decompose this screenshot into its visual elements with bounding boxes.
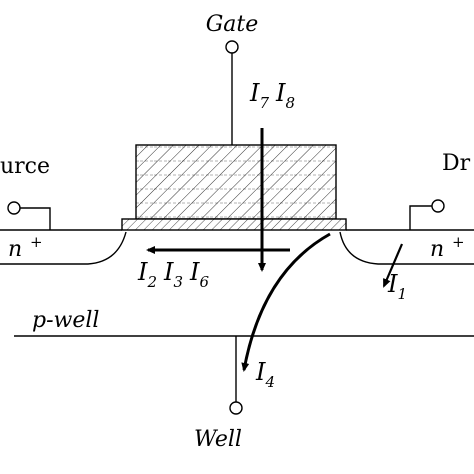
source-junction-curve [0, 231, 127, 265]
n-plus-left-label: n + [8, 233, 43, 262]
drain-junction-curve [339, 231, 474, 265]
well-terminal [229, 336, 243, 415]
drain-terminal [409, 199, 445, 230]
gate-electrode-texture [136, 145, 336, 219]
junction-current-arrow [382, 243, 404, 288]
well-contact-circle [229, 401, 243, 415]
svg-text:n: n [430, 237, 444, 262]
gate-contact-circle [225, 40, 239, 54]
source-lead-line [20, 207, 51, 230]
current-label-i7: I7 [249, 79, 269, 112]
drain-lead-line [409, 205, 432, 230]
well-label: Well [194, 427, 242, 452]
gate-terminal [225, 40, 239, 145]
svg-text:n: n [8, 237, 22, 262]
current-label-i3: I3 [163, 258, 183, 291]
gate-label: Gate [206, 12, 259, 37]
svg-text:+: + [30, 233, 43, 251]
current-label-i4: I4 [255, 358, 275, 391]
drain-label: Dr [442, 151, 471, 176]
svg-text:+: + [452, 233, 465, 251]
drain-contact-circle [431, 199, 445, 213]
current-label-i8: I8 [275, 79, 295, 112]
current-label-i6: I6 [189, 258, 209, 291]
gate-oxide-hatch [122, 219, 346, 230]
source-terminal [7, 201, 51, 230]
source-label: urce [0, 154, 50, 179]
n-plus-right-label: n + [430, 233, 465, 262]
current-label-i2: I2 [137, 258, 157, 291]
substrate-current-arrow [241, 232, 331, 372]
p-well-label: p-well [32, 308, 99, 333]
current-label-i1: I1 [387, 270, 407, 303]
source-contact-circle [7, 201, 21, 215]
